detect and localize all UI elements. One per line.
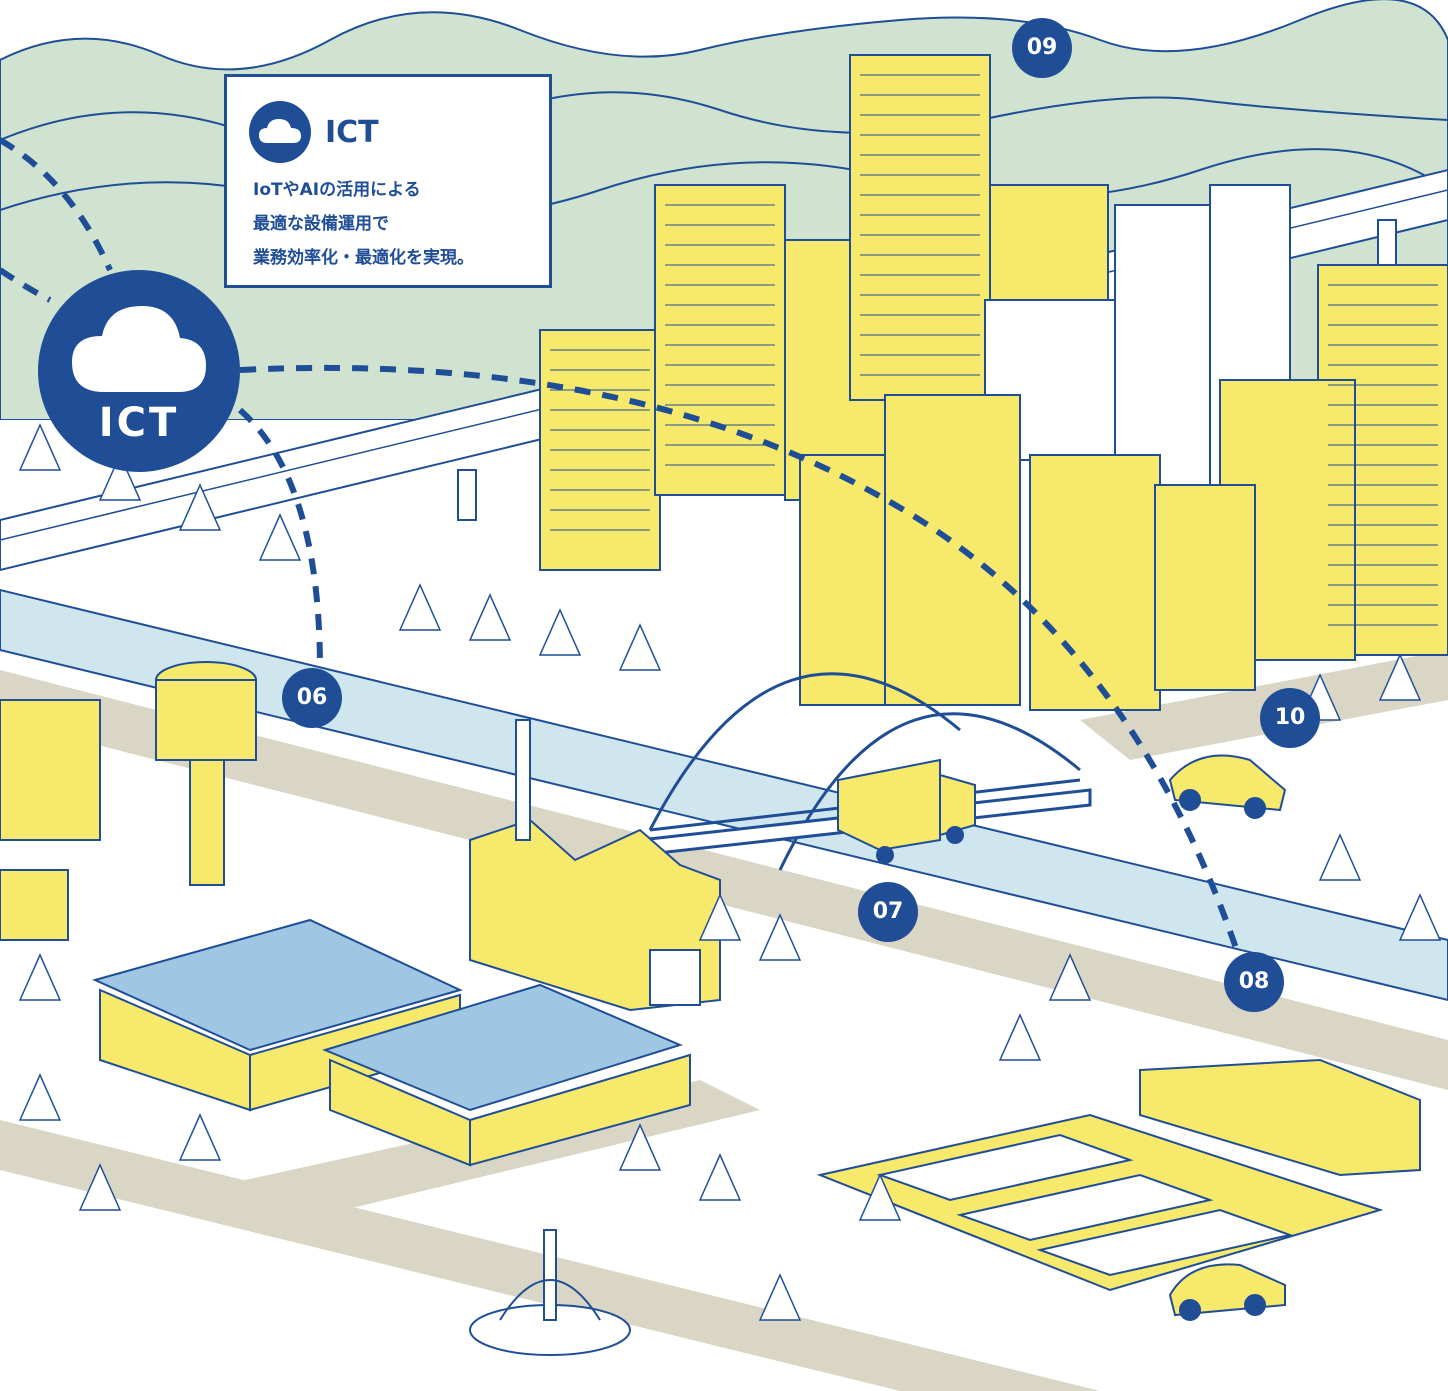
- cloud-icon: [72, 306, 206, 392]
- ict-card-title: ICT: [325, 115, 379, 150]
- factory: [469, 719, 721, 1012]
- marker-06[interactable]: 06: [282, 668, 342, 728]
- ict-hub-label: ICT: [98, 400, 180, 446]
- trees: [18, 423, 1442, 1321]
- ict-card-line-3: 業務効率化・最適化を実現。: [253, 248, 474, 268]
- ict-card-description: IoTやAIの活用による 最適な設備運用で 業務効率化・最適化を実現。: [253, 173, 543, 275]
- marker-09[interactable]: 09: [1012, 18, 1072, 78]
- marker-08[interactable]: 08: [1224, 952, 1284, 1012]
- ict-info-card: ICT IoTやAIの活用による 最適な設備運用で 業務効率化・最適化を実現。: [224, 74, 552, 288]
- connection-lines: [0, 137, 1243, 961]
- solar-warehouses: [92, 918, 691, 1167]
- electric-cars: [1168, 754, 1287, 1321]
- treatment-plant: [816, 1058, 1421, 1292]
- ict-hub[interactable]: ICT: [38, 270, 240, 472]
- window-grid: [550, 74, 1438, 626]
- cloud-icon: [249, 101, 311, 163]
- left-building: [0, 699, 101, 941]
- water-tower: [155, 661, 257, 886]
- marker-07[interactable]: 07: [858, 882, 918, 942]
- marker-10[interactable]: 10: [1260, 688, 1320, 748]
- ict-card-line-1: IoTやAIの活用による: [253, 180, 421, 200]
- delivery-truck: [837, 758, 976, 864]
- fountain: [469, 1229, 631, 1356]
- ict-card-line-2: 最適な設備運用で: [253, 214, 389, 234]
